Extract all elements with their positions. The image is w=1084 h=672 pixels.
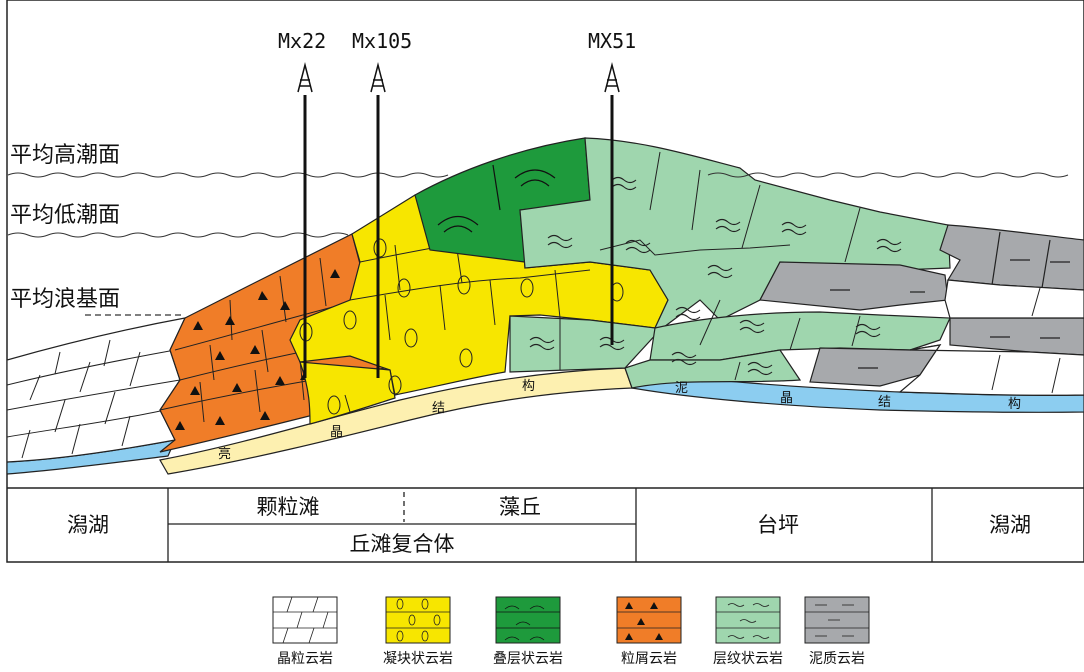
high-tide-line <box>7 172 1069 178</box>
legend-label: 晶粒云岩 <box>277 651 333 667</box>
legend-item: 层纹状云岩 <box>713 596 783 667</box>
argillaceous-dolomite-mid <box>759 261 949 311</box>
legend-label: 泥质云岩 <box>809 651 865 667</box>
legend-label: 层纹状云岩 <box>713 651 783 667</box>
well-label: Mx105 <box>352 29 412 53</box>
legend: 晶粒云岩 凝块状云岩 叠层状云岩 粒屑云岩 层纹状云岩 泥质云岩 <box>272 596 870 667</box>
well-mx22: Mx22 <box>278 29 326 378</box>
facies-grain-shoal: 颗粒滩 <box>257 495 320 519</box>
stromatolite-arcs <box>437 164 556 233</box>
crust-char: 结 <box>878 395 891 410</box>
legend-item: 凝块状云岩 <box>383 596 453 667</box>
low-tide-line <box>7 232 349 238</box>
micritic-crust <box>624 369 1084 413</box>
legend-label: 粒屑云岩 <box>621 651 677 667</box>
crust-char: 构 <box>1008 397 1021 412</box>
crust-char: 晶 <box>330 425 343 440</box>
facies-platform: 台坪 <box>757 513 799 537</box>
brick-lines-right <box>991 287 1061 394</box>
facies-algal-mound: 藻丘 <box>499 495 541 519</box>
derrick-icon <box>297 62 313 93</box>
crust-char: 结 <box>432 401 445 416</box>
thrombolite-lower <box>299 361 396 425</box>
brick-white-icon <box>272 596 338 644</box>
well-label: MX51 <box>588 29 636 53</box>
crystalline-dolomite-right-upper <box>944 279 1084 319</box>
brick-lines-left <box>7 339 181 459</box>
crust-char: 晶 <box>780 391 793 406</box>
wave-lightgreen-icon <box>715 596 781 644</box>
argillaceous-dolomite-upper <box>939 224 1084 291</box>
legend-label: 叠层状云岩 <box>493 651 563 667</box>
lamination-symbols <box>529 176 902 376</box>
derrick-icon <box>370 62 386 93</box>
crust-char: 亮 <box>218 446 231 462</box>
laminated-lines <box>559 151 861 381</box>
facies-lagoon-left: 潟湖 <box>67 513 109 537</box>
laminated-dolomite-base <box>624 349 802 389</box>
low-tide-label: 平均低潮面 <box>10 203 120 228</box>
stromatolite-green-icon <box>495 596 561 644</box>
crust-char: 泥 <box>675 381 688 396</box>
legend-item: 粒屑云岩 <box>616 596 682 667</box>
well-mx105: Mx105 <box>352 29 412 378</box>
grain-triangles <box>175 269 383 430</box>
diagram-frame <box>6 0 1084 563</box>
well-label: Mx22 <box>278 29 326 53</box>
cross-section: 亮 晶 结 构 泥 晶 结 构 <box>7 137 1084 475</box>
crust-char: 构 <box>522 379 535 394</box>
wave-base-label: 平均浪基面 <box>10 287 120 312</box>
facies-table <box>167 488 933 562</box>
argillaceous-dolomite-lower <box>949 317 1084 356</box>
mud-dashes <box>830 231 1070 369</box>
triangle-orange-icon <box>616 596 682 644</box>
facies-mound-shoal-complex: 丘滩复合体 <box>350 532 455 556</box>
derrick-icon <box>604 62 620 93</box>
legend-label: 凝块状云岩 <box>383 651 453 667</box>
legend-item: 叠层状云岩 <box>493 596 563 667</box>
high-tide-label: 平均高潮面 <box>10 143 120 168</box>
well-mx51: MX51 <box>588 29 636 345</box>
legend-item: 泥质云岩 <box>804 596 870 667</box>
facies-lagoon-right: 潟湖 <box>989 513 1031 537</box>
legend-item: 晶粒云岩 <box>272 596 338 667</box>
